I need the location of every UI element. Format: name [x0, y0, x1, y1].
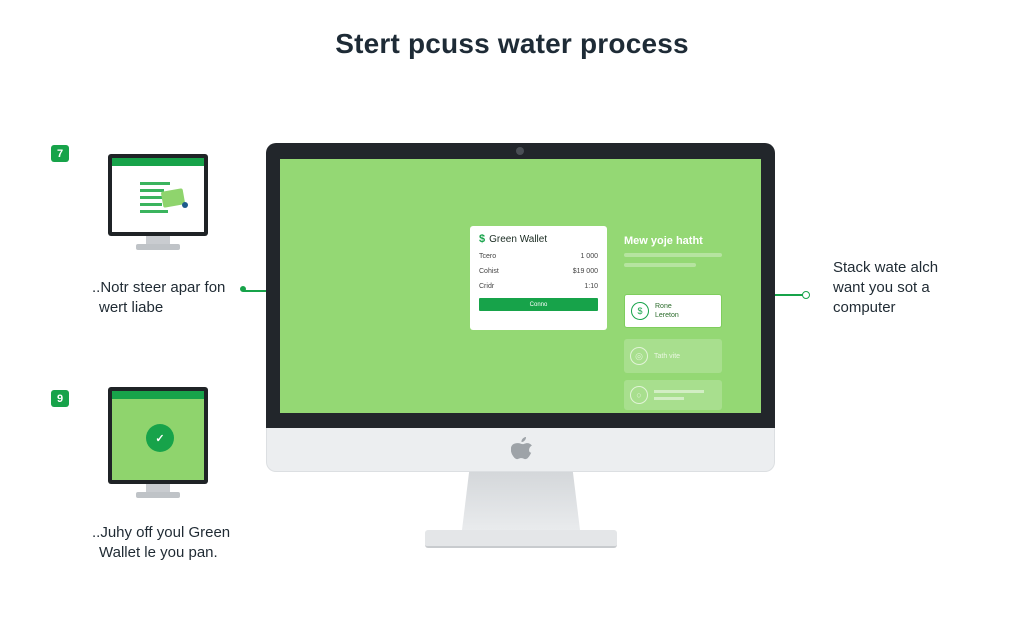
mini-header-bar: [112, 158, 204, 166]
apple-logo-icon: [511, 437, 532, 460]
panel-title: Mew yoje hatht: [624, 235, 703, 247]
panel-option-2[interactable]: ◎ Tath vite: [624, 339, 722, 373]
main-screen: $ Green Wallet Tcero 1 000 Cohist $19 00…: [280, 159, 761, 413]
mini-screen-1: [108, 154, 208, 236]
mini-header-bar: [112, 391, 204, 399]
panel-line: [624, 263, 696, 267]
check-icon: ✓: [146, 424, 174, 452]
wallet-row: Tcero 1 000: [479, 253, 598, 260]
connector-right-dot: [802, 291, 810, 299]
camera-icon: [516, 147, 524, 155]
wallet-brand: Green Wallet: [489, 233, 548, 245]
page-title: Stert pcuss water process: [335, 28, 689, 59]
panel-option-3[interactable]: ○: [624, 380, 722, 410]
step-caption-2: ..Juhy off youl Green Wallet le you pan.: [92, 524, 231, 561]
option-icon: ○: [630, 386, 648, 404]
monitor-stand-neck: [462, 472, 580, 530]
monitor-chin: [266, 428, 775, 472]
step-badge-2: 9: [51, 390, 69, 407]
panel-option-1[interactable]: $ Rone Lereton: [624, 294, 722, 328]
wallet-logo-icon: $: [479, 233, 486, 245]
right-caption: Stack wate alch want you sot a computer: [833, 259, 939, 316]
wallet-card: $ Green Wallet Tcero 1 000 Cohist $19 00…: [470, 226, 607, 330]
connector-left-dot: [240, 286, 246, 292]
mini-screen-2: ✓: [108, 387, 208, 484]
step-caption-1: ..Notr steer apar fon wert liabe: [92, 279, 226, 316]
option-icon: ◎: [630, 347, 648, 365]
monitor-stand-base: [425, 530, 617, 548]
dollar-icon: $: [631, 302, 649, 320]
wallet-connect-button[interactable]: Conno: [479, 298, 598, 311]
wallet-row: Cridr 1:10: [479, 283, 598, 290]
connector-left: [243, 290, 279, 292]
wallet-row: Cohist $19 000: [479, 268, 598, 275]
main-monitor: $ Green Wallet Tcero 1 000 Cohist $19 00…: [266, 143, 775, 428]
panel-line: [624, 253, 722, 257]
step-badge-1: 7: [51, 145, 69, 162]
